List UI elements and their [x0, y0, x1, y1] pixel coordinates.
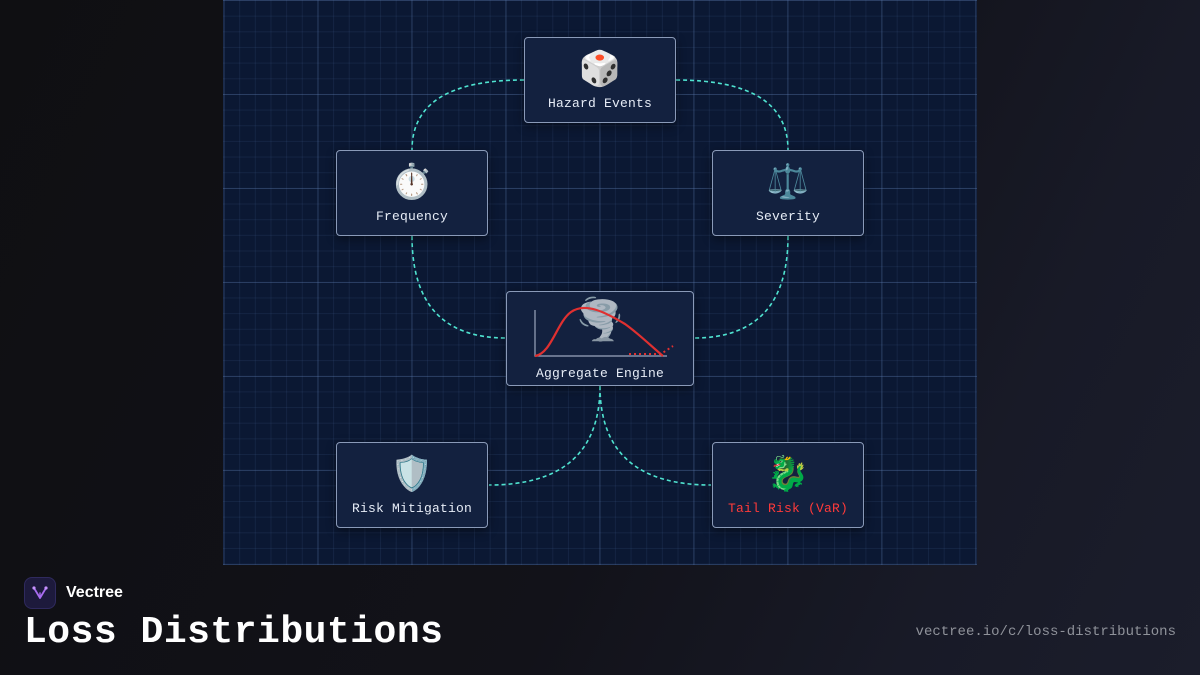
- node-label: Aggregate Engine: [535, 366, 665, 381]
- node-label: Frequency: [375, 208, 448, 224]
- node-label: Tail Risk (VaR): [727, 500, 849, 516]
- node-risk-mitigation[interactable]: 🛡️ Risk Mitigation: [336, 442, 488, 528]
- page-title: Loss Distributions: [24, 611, 444, 654]
- connector-engine-tail: [599, 385, 712, 486]
- connector-frequency-engine: [411, 235, 507, 339]
- node-label: Severity: [755, 208, 820, 224]
- connector-severity-engine: [693, 235, 789, 339]
- connector-lines: [411, 79, 789, 486]
- connector-engine-mitigation: [488, 385, 601, 486]
- balance-scale-icon: ⚖️: [766, 161, 810, 202]
- connector-hazard-frequency: [411, 79, 525, 151]
- page-url[interactable]: vectree.io/c/loss-distributions: [915, 624, 1176, 640]
- stopwatch-icon: ⏱️: [390, 161, 434, 202]
- node-aggregate-engine[interactable]: 🌪️ Aggregate Engine: [506, 291, 694, 386]
- shield-icon: 🛡️: [390, 453, 434, 494]
- node-hazard-events[interactable]: 🎲 Hazard Events: [524, 37, 676, 123]
- node-frequency[interactable]: ⏱️ Frequency: [336, 150, 488, 236]
- vectree-logo-icon: [24, 577, 56, 609]
- node-severity[interactable]: ⚖️ Severity: [712, 150, 864, 236]
- connector-hazard-severity: [675, 79, 789, 151]
- node-tail-risk[interactable]: 🐉 Tail Risk (VaR): [712, 442, 864, 528]
- node-label: Hazard Events: [547, 95, 653, 111]
- brand-name: Vectree: [66, 584, 123, 601]
- dragon-icon: 🐉: [766, 453, 810, 494]
- brand[interactable]: Vectree: [24, 577, 123, 609]
- distribution-curve: [534, 306, 674, 358]
- diagram-canvas: 🎲 Hazard Events ⏱️ Frequency ⚖️ Severity…: [223, 0, 977, 565]
- loss-distribution-graphic: 🌪️: [525, 296, 675, 360]
- dice-icon: 🎲: [578, 48, 622, 89]
- node-label: Risk Mitigation: [351, 500, 473, 516]
